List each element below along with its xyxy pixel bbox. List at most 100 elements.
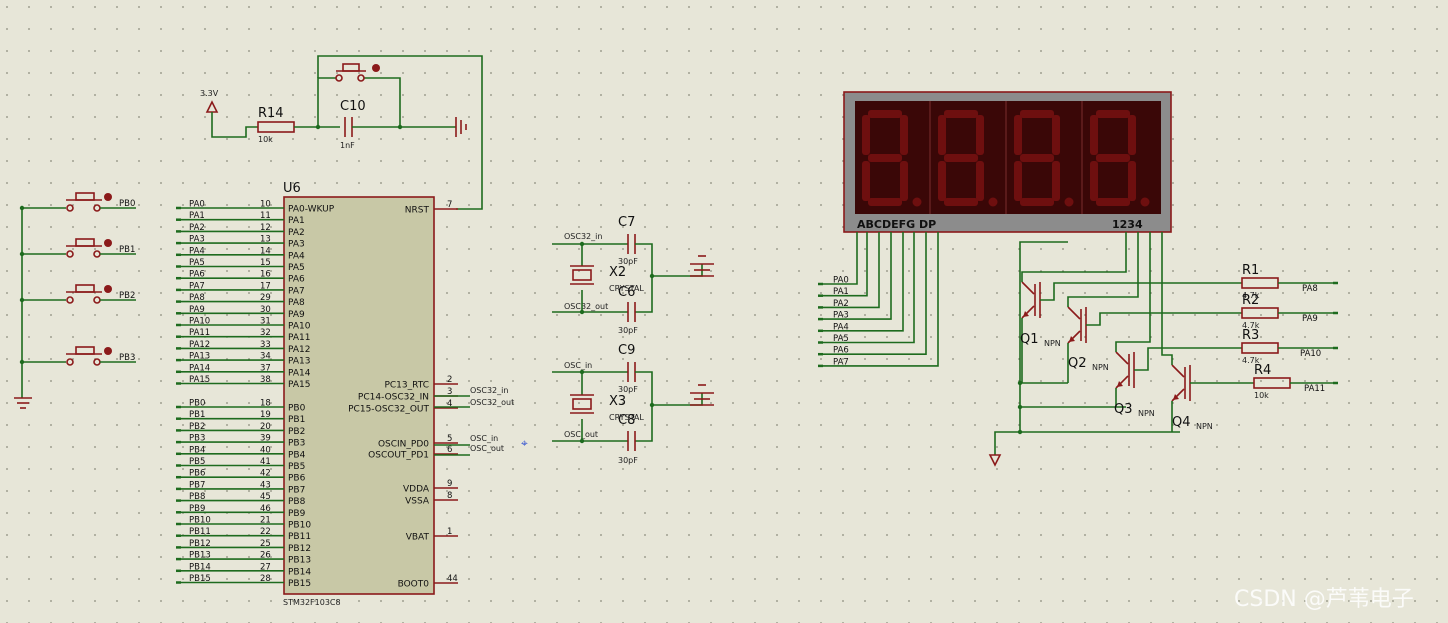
segment-wire[interactable]: PA6 [818, 232, 927, 356]
pushbutton[interactable]: PB1 [19, 238, 136, 258]
mcu-pin-net: PA15 [189, 375, 210, 385]
mcu-pin-number: 10 [260, 200, 271, 210]
mcu-pin-number: 28 [260, 574, 271, 584]
segment-net-label: PA7 [833, 357, 849, 367]
mcu-pin-name: PA12 [288, 345, 310, 355]
segment-wire[interactable]: PA4 [818, 232, 904, 332]
mcu-pin-name: OSCOUT_PD1 [368, 451, 429, 461]
reset-button-indicator-icon[interactable] [372, 64, 380, 72]
supply-label: 3.3V [200, 89, 219, 98]
mcu-pin-name: PB11 [288, 532, 311, 542]
x2-crystal[interactable] [572, 269, 592, 281]
ground-arrow-icon [988, 454, 1002, 467]
segment-wire[interactable]: PA2 [818, 232, 880, 309]
mcu-pin-number: 4 [447, 399, 452, 409]
mcu-pin-name: PA0-WKUP [288, 205, 335, 215]
mcu-pin-number: 11 [260, 211, 271, 221]
mcu-pin-name: PA9 [288, 310, 305, 320]
mcu-pin-number: 27 [260, 562, 271, 572]
pushbutton[interactable]: PB2 [19, 284, 136, 304]
mcu-right-pin[interactable]: VDDA 9 [403, 479, 458, 495]
mcu-pin-number: 2 [447, 375, 452, 385]
mcu-pin-name: PC15-OSC32_OUT [348, 405, 429, 415]
mcu-pin-net: PA13 [189, 352, 210, 362]
segment-wire[interactable]: PA3 [818, 232, 892, 321]
mcu-pin-number: 5 [447, 434, 452, 444]
button-indicator-icon [104, 285, 112, 293]
mcu-pin-name: PB14 [288, 567, 311, 577]
segment-wire[interactable]: PA5 [818, 232, 915, 344]
segment-net-label: PA4 [833, 322, 849, 332]
mcu-body[interactable] [283, 196, 435, 595]
x3-crystal[interactable] [572, 398, 592, 410]
x3-ref: X3 [609, 394, 626, 409]
mcu-pin-name: VDDA [403, 485, 430, 495]
segment-wire[interactable]: PA7 [818, 232, 939, 367]
segment-wire[interactable]: PA1 [818, 232, 868, 297]
c6-value: 30pF [618, 326, 638, 335]
display-digit [1090, 110, 1150, 207]
mcu-pin-number: 17 [260, 281, 271, 291]
button-net-label: PB2 [119, 291, 135, 301]
mcu-right-pin[interactable]: PC15-OSC32_OUT 4 [348, 399, 458, 415]
mcu-pin-number: 26 [260, 551, 271, 561]
pushbutton[interactable]: PB0 [19, 192, 136, 212]
mcu-ref: U6 [283, 181, 301, 196]
mcu-pin-name: VSSA [405, 497, 430, 507]
pin-net-osc-out: OSC_out [470, 444, 504, 453]
pushbutton[interactable]: PB3 [19, 346, 136, 366]
segment-wire[interactable]: PA0 [818, 232, 858, 286]
mcu-pin-net: PB1 [189, 410, 205, 420]
mcu-pin-number: 9 [447, 479, 452, 489]
c9-value: 30pF [618, 385, 638, 394]
